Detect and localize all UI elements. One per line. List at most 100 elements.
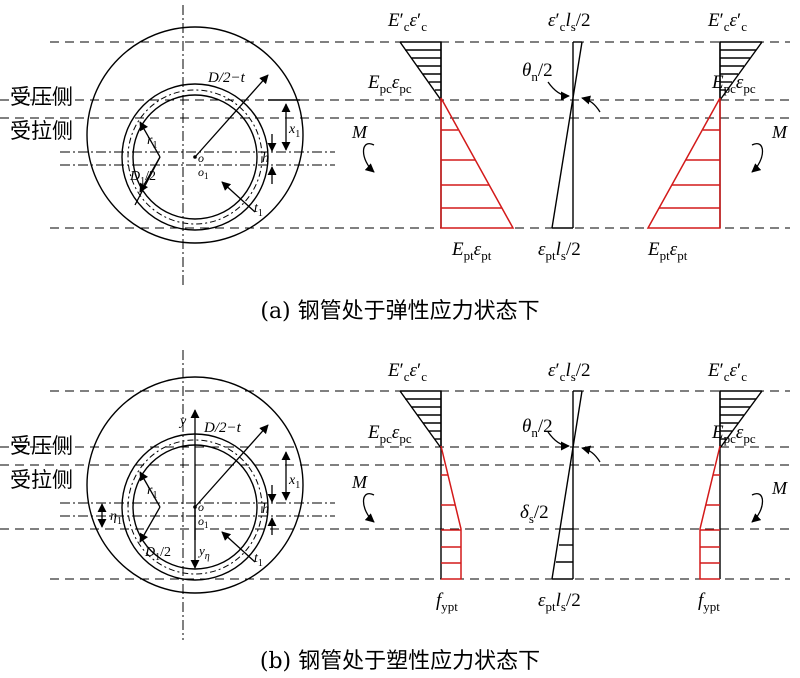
tspan: D [144, 545, 155, 560]
tspan: s [561, 599, 566, 614]
tspan: E [707, 10, 720, 31]
text: x1 [288, 473, 300, 491]
tspan: θ [522, 416, 531, 437]
tspan: ε [392, 422, 400, 443]
label-eps-c-ls-a: ε′cls/2 [548, 10, 591, 34]
polyline [719, 41, 763, 103]
text: h [262, 502, 269, 517]
outer-circle-a [86, 26, 304, 244]
tspan: c [560, 19, 566, 34]
tspan: 1 [258, 558, 263, 569]
line [139, 471, 161, 508]
tspan: l [556, 590, 561, 611]
tspan: r [147, 133, 153, 148]
label-o1-a: o1 [198, 165, 209, 181]
label-theta-n-a: θn/2 [522, 60, 553, 84]
tspan: t [254, 551, 259, 566]
polyline [440, 97, 515, 229]
label-t1-a: t1 [254, 201, 263, 219]
tspan: pt [546, 248, 557, 263]
outer-circle-b [86, 376, 304, 594]
tspan: n [531, 425, 538, 440]
label-r1-a: r1 [147, 133, 157, 151]
strain-diagram-a [547, 41, 601, 229]
label-h-a: h [262, 151, 269, 166]
polyline [699, 445, 721, 580]
label-Ept-eps-pt-left-a: Eptεpt [451, 239, 492, 263]
tspan: pc [399, 81, 412, 96]
tspan: E [707, 360, 720, 381]
tspan: 1 [152, 490, 157, 501]
tspan: ε [736, 72, 744, 93]
tspan: ′ [417, 360, 421, 381]
tspan: ε [392, 72, 400, 93]
tspan: s [529, 511, 534, 526]
tspan: ε [474, 239, 482, 260]
tspan: ε [548, 360, 556, 381]
tspan: 1 [295, 480, 300, 491]
stress-diagram-right-a [646, 41, 763, 229]
panel-b: 受压侧 受拉侧 y D/2−t r1 D1/2 yη o o1 x1 h t1 … [0, 350, 790, 674]
line [221, 181, 256, 213]
line [139, 506, 161, 543]
line [221, 531, 256, 563]
tspan: c [724, 19, 730, 34]
moment-arrow-left-a [362, 143, 375, 173]
tspan: o [198, 165, 204, 179]
tspan: c [404, 19, 410, 34]
tspan: /2 [160, 545, 171, 560]
tspan: ε [538, 239, 546, 260]
path [581, 95, 601, 113]
tspan: E [711, 422, 724, 443]
tspan: pt [464, 248, 475, 263]
label-o-a: o [198, 151, 204, 165]
tspan: ′ [737, 360, 741, 381]
tspan: l [565, 10, 570, 31]
label-eta1-b: η1 [110, 509, 122, 527]
polyline [719, 390, 763, 451]
tspan: E [367, 422, 380, 443]
tspan: pc [724, 431, 737, 446]
path [362, 493, 375, 523]
label-D1-half-a: D1/2 [129, 169, 156, 187]
stress-diagram-left-b [399, 390, 462, 580]
label-compression-side-a: 受压侧 [10, 85, 73, 109]
label-Ept-eps-pt-right-a: Eptεpt [647, 239, 688, 263]
tspan: pc [380, 431, 393, 446]
tspan: s [571, 19, 576, 34]
tspan: E [387, 360, 400, 381]
tspan: θ [522, 60, 531, 81]
tspan: ypt [703, 599, 720, 614]
label-outer-radius-a: D/2−t [207, 70, 246, 86]
tspan: ′ [556, 360, 560, 381]
caption-a: (a) 钢管处于弹性应力状态下 [260, 299, 539, 324]
tspan: /2 [566, 239, 581, 260]
tspan: 1 [295, 129, 300, 140]
tspan: ypt [441, 599, 458, 614]
text: Epcεpc [711, 422, 756, 446]
tspan: ′ [556, 10, 560, 31]
tspan: ε [548, 10, 556, 31]
polyline [399, 41, 442, 103]
line [194, 424, 269, 508]
tspan: 1 [140, 176, 145, 187]
tspan: pc [399, 431, 412, 446]
path [581, 445, 601, 463]
text: D/2−t [203, 420, 242, 436]
text: θn/2 [522, 416, 553, 440]
stress-diagram-right-b [699, 390, 763, 580]
stress-diagram-left-a [399, 41, 515, 229]
tspan: η [205, 551, 210, 562]
label-Epc-eps-pc-left-a: Epcεpc [367, 72, 412, 96]
tspan: ′ [720, 10, 724, 31]
label-tension-side-b: 受拉侧 [10, 468, 73, 492]
tspan: f [698, 590, 706, 611]
text: o1 [198, 514, 209, 530]
tspan: ε [410, 360, 418, 381]
label-f-ypt-right-b: fypt [698, 590, 720, 614]
tspan: /2 [538, 416, 553, 437]
panel-a: 受压侧 受拉侧 D/2−t r1 D1/2 o o1 x1 h t1 M M [0, 5, 790, 324]
polyline [646, 97, 721, 229]
tspan: c [724, 369, 730, 384]
label-Ec-eps-c-right-a: E′cε′c [707, 10, 747, 34]
